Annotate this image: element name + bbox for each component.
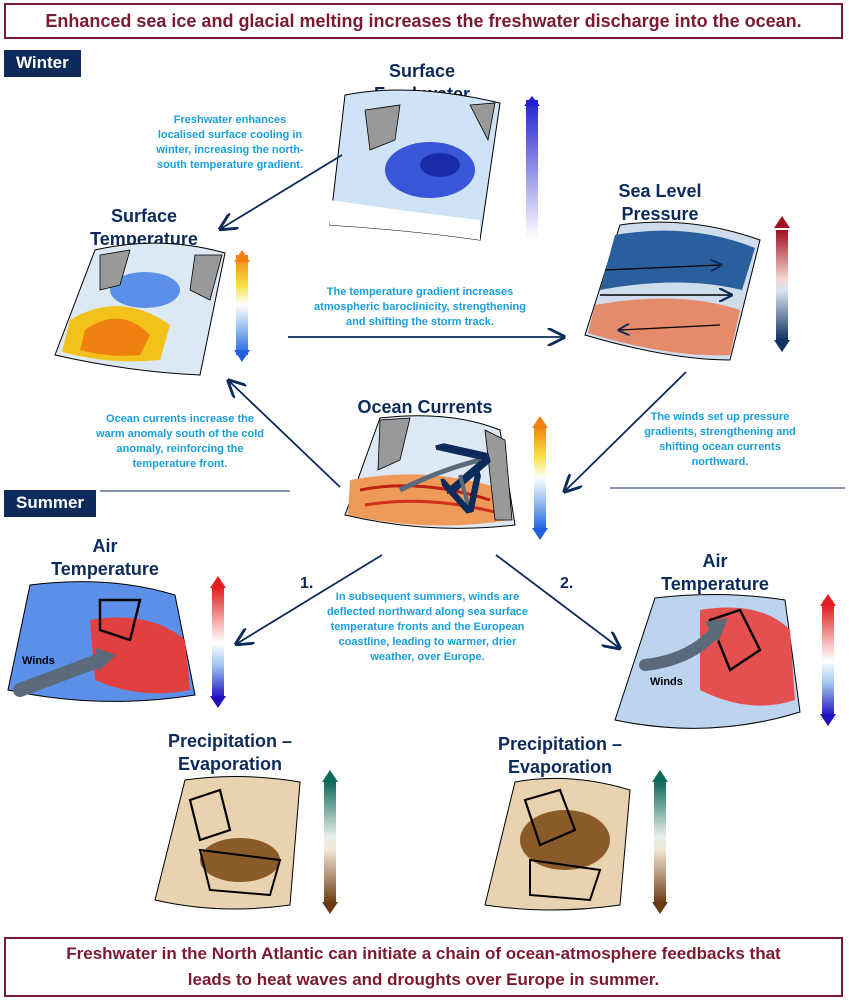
precip-2-colorbar (654, 782, 666, 904)
bottom-banner-line-2: leads to heat waves and droughts over Eu… (187, 970, 660, 989)
air-temperature-2-map (614, 593, 801, 729)
bottom-banner: Freshwater in the North Atlantic can ini… (4, 937, 843, 997)
top-banner: Enhanced sea ice and glacial melting inc… (4, 3, 843, 39)
ocean-currents-colorbar (534, 425, 546, 530)
air-temperature-1-map (7, 581, 196, 702)
air-temp-1-colorbar (212, 588, 224, 698)
ocean-currents-title: Ocean Currents (357, 397, 493, 417)
winds-label-2: Winds (650, 676, 683, 688)
sea-level-pressure-map (584, 221, 761, 361)
air-temp-2-colorbar (822, 606, 834, 716)
step-one-label: 1. (300, 575, 314, 592)
winter-label: Winter (4, 50, 81, 77)
precip-evap-1-title: Precipitation –Evaporation (167, 731, 293, 774)
slp-colorbar (776, 230, 788, 340)
precip-1-colorbar (324, 782, 336, 904)
step-two-label: 2. (560, 575, 574, 592)
summer-label: Summer (4, 490, 97, 517)
surface-freshwater-map (329, 89, 501, 241)
winds-label-1: Winds (22, 655, 55, 667)
arrow-freshwater-to-temp (222, 154, 343, 228)
surface-temperature-map (54, 242, 226, 376)
arrow-currents-to-temp (230, 382, 341, 488)
ocean-currents-map (344, 415, 516, 529)
arrow-slp-to-currents (566, 371, 687, 490)
arrow-summer-1 (238, 554, 383, 643)
surface-temp-colorbar (236, 255, 248, 355)
arrow-summer-2 (495, 554, 618, 647)
freshwater-colorbar (526, 100, 538, 238)
precip-evap-1-map (154, 775, 301, 910)
precip-evap-2-map (484, 777, 631, 911)
bottom-banner-line-1: Freshwater in the North Atlantic can ini… (66, 944, 781, 963)
precip-evap-2-title: Precipitation –Evaporation (497, 734, 623, 777)
